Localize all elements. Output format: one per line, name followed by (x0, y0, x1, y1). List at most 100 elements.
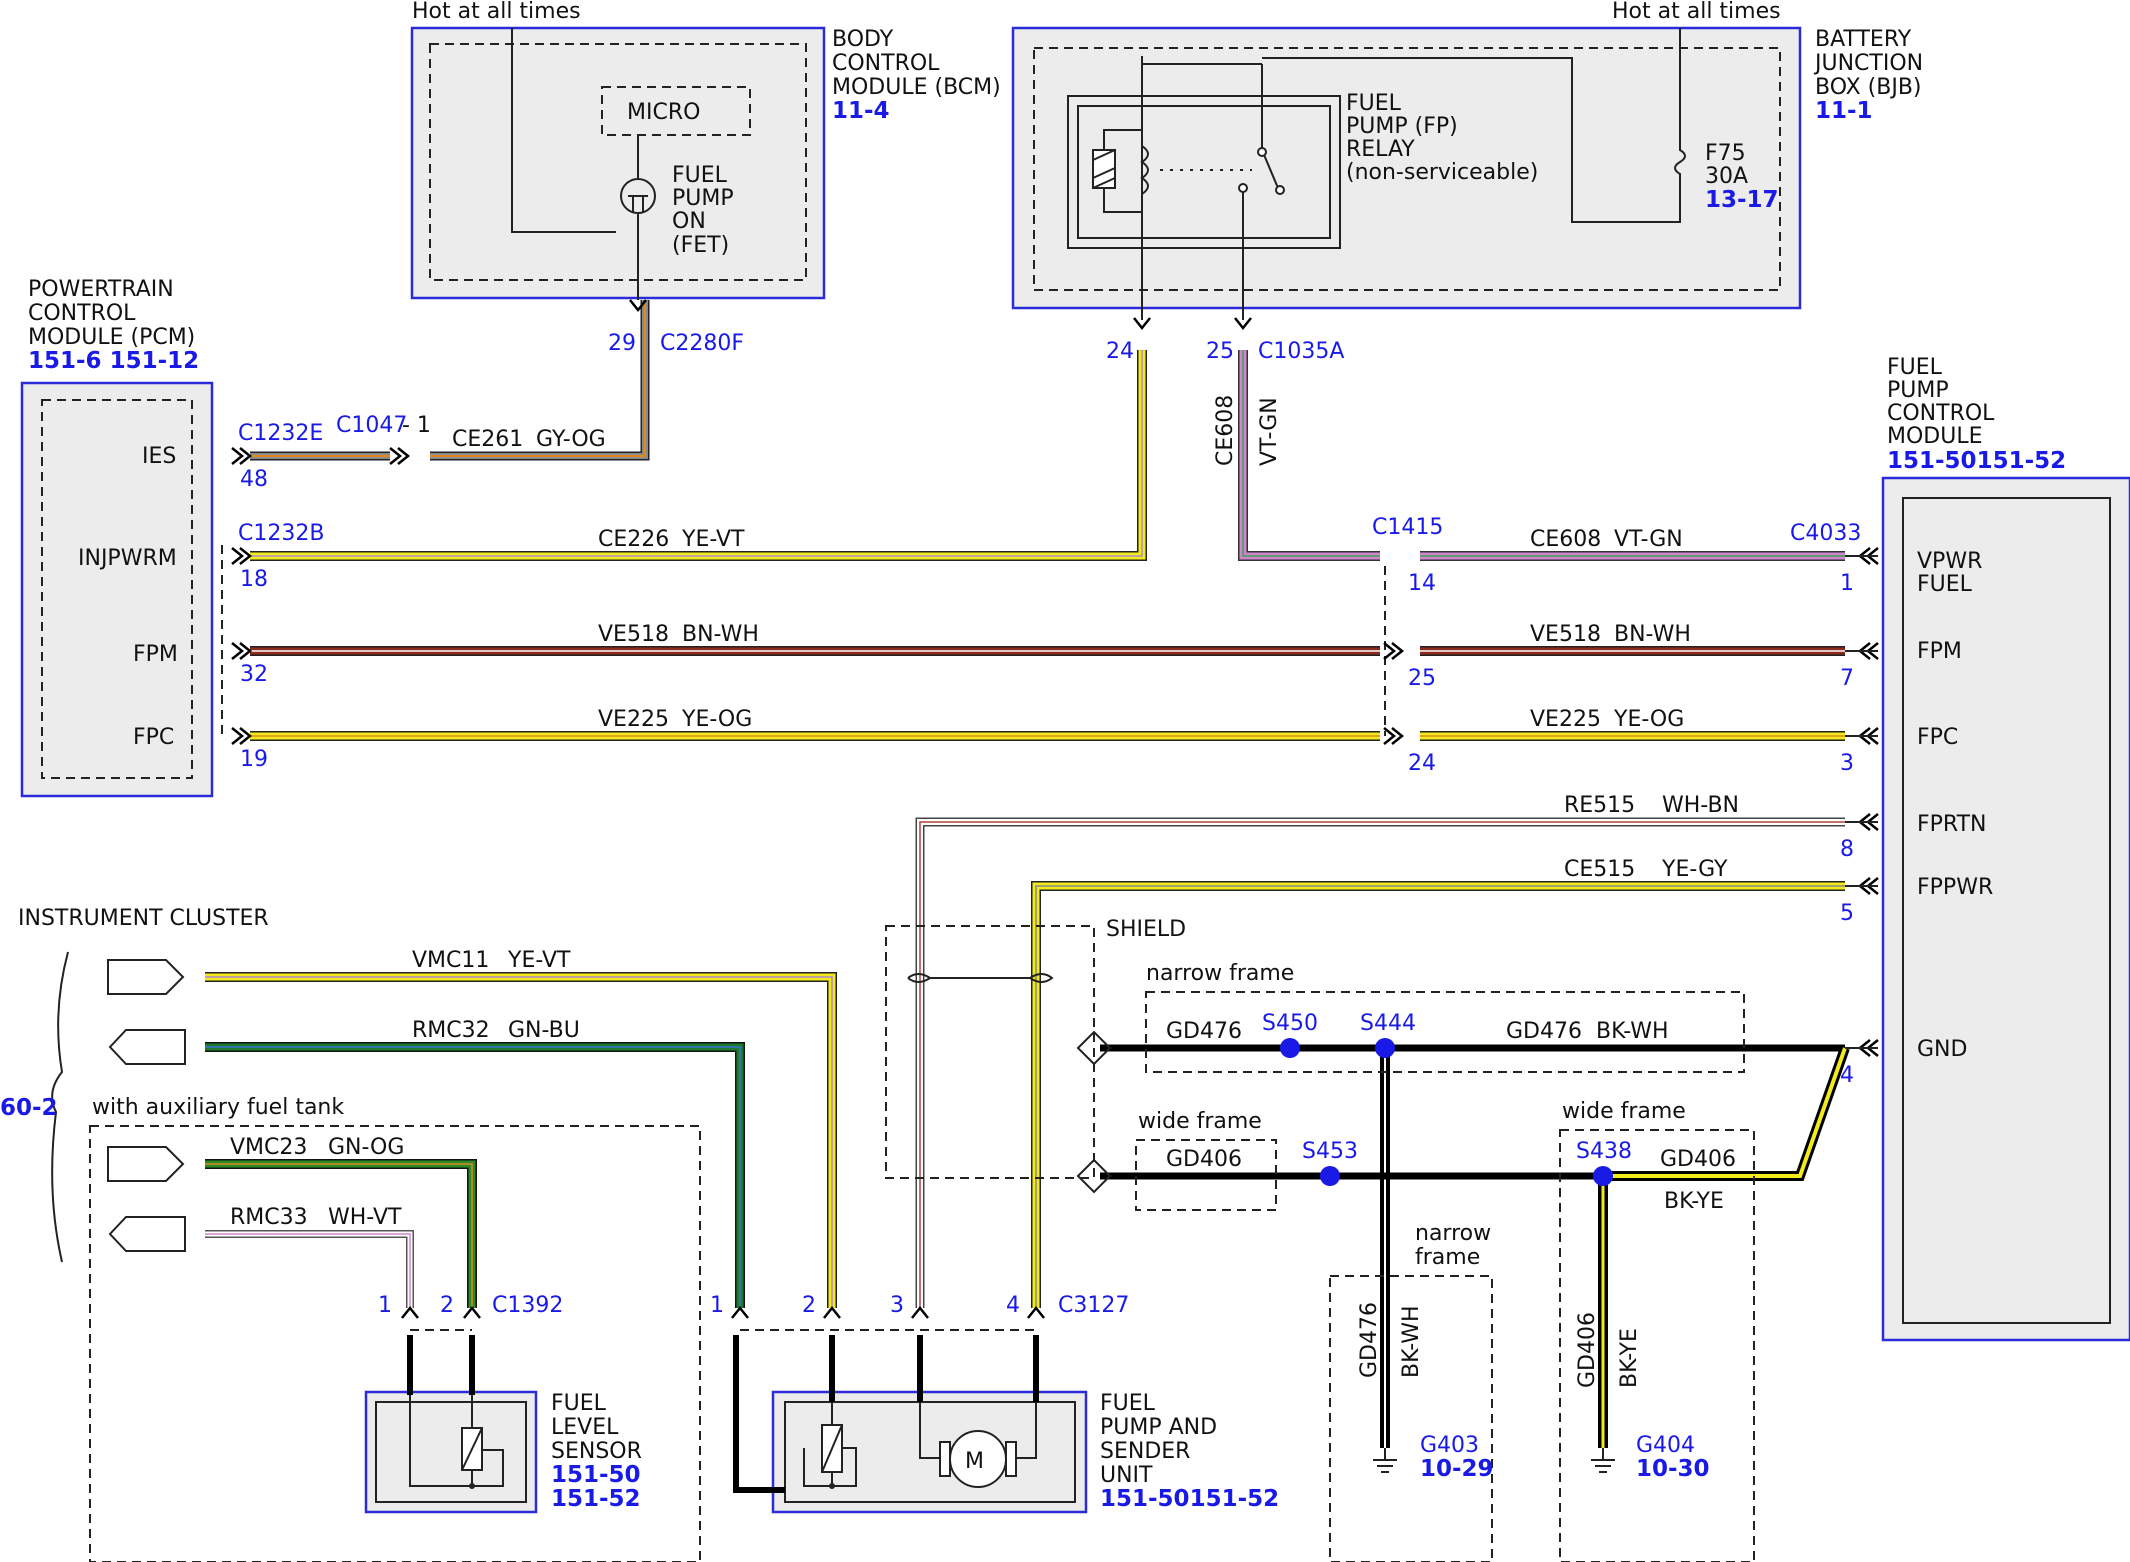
pin-1-c3127: 1 (710, 1293, 724, 1318)
lbl-gd406-color: BK-YE (1664, 1189, 1724, 1214)
wire-vmc11[interactable] (205, 972, 837, 1308)
lbl-ve225-color-right: YE-OG (1613, 707, 1684, 732)
wire-ce226[interactable] (250, 350, 1147, 561)
ground-g403-ref-link[interactable]: 10-29 (1420, 1456, 1494, 1482)
lbl-vmc11-circuit: VMC11 (412, 948, 489, 973)
shield-label: SHIELD (1106, 917, 1186, 942)
pin-24-bjb: 24 (1106, 339, 1134, 364)
pin-7-fpcm: 7 (1840, 666, 1854, 691)
lbl-g403-circuit: GD476 (1357, 1302, 1382, 1378)
bjb-ref-link[interactable]: 11-1 (1815, 98, 1873, 124)
bcm-name-3: MODULE (BCM) (832, 75, 1001, 100)
pin-1-c1392: 1 (378, 1293, 392, 1318)
lbl-vmc23-color: GN-OG (328, 1135, 404, 1160)
pin-29: 29 (608, 331, 636, 356)
pin-48: 48 (240, 467, 268, 492)
pin-25-c1415: 25 (1408, 666, 1436, 691)
fpu-name-3: SENDER (1100, 1439, 1190, 1464)
lbl-g403-color: BK-WH (1399, 1305, 1424, 1378)
lbl-gd406-circuit-left: GD406 (1166, 1147, 1242, 1172)
lbl-ce261-circuit: CE261 (452, 427, 523, 452)
wire-ce608[interactable] (1238, 350, 1845, 561)
lbl-ve518-circuit-right: VE518 (1530, 622, 1601, 647)
pcm-name-2: CONTROL (28, 301, 136, 326)
wire-vmc23[interactable] (205, 1159, 477, 1308)
lbl-vmc23-circuit: VMC23 (230, 1135, 307, 1160)
lbl-ce608-color: VT-GN (1614, 527, 1683, 552)
wire-gd476[interactable] (1100, 1044, 1845, 1448)
fls-ref-link-1[interactable]: 151-50 (551, 1462, 641, 1488)
lbl-rmc33-color: WH-VT (328, 1205, 402, 1230)
lbl-ve225-color-left: YE-OG (681, 707, 752, 732)
lbl-rmc33-circuit: RMC33 (230, 1205, 308, 1230)
relay-label-3: RELAY (1346, 137, 1415, 162)
pin-25-bjb: 25 (1206, 339, 1234, 364)
wire-rmc32[interactable] (205, 1042, 745, 1308)
cluster-connectors (107, 959, 186, 1252)
wide-frame-label-right: wide frame (1562, 1099, 1686, 1124)
pin-18: 18 (240, 567, 268, 592)
wire-ce515[interactable] (1031, 881, 1845, 1308)
ground-g403-label: G403 (1420, 1433, 1479, 1458)
bjb-name-3: BOX (BJB) (1815, 75, 1922, 100)
bcm-fet-2: PUMP (672, 186, 734, 211)
pcm-name-3: MODULE (PCM) (28, 325, 195, 350)
conn-c4033: C4033 (1790, 521, 1861, 546)
splice-s438-label: S438 (1576, 1139, 1632, 1164)
connector-labels: C2280F C1232E C1047 - 1 C1232B C1035A C1… (238, 331, 1861, 1318)
pcm-module: IES INJPWRM FPM FPC POWERTRAIN CONTROL M… (20, 277, 214, 798)
conn-c1047: C1047 (336, 413, 407, 438)
fpcm-pin-vpwr: VPWR (1917, 549, 1982, 574)
pin-19: 19 (240, 747, 268, 772)
fls-name-2: LEVEL (551, 1415, 619, 1440)
fpcm-pin-fpm: FPM (1917, 639, 1962, 664)
lbl-ce608-vertical-circuit: CE608 (1213, 395, 1238, 466)
relay-label-2: PUMP (FP) (1346, 114, 1458, 139)
pin-8-fpcm: 8 (1840, 837, 1854, 862)
narrow-frame-box-g403 (1329, 1275, 1493, 1562)
narrow-frame-box (1145, 991, 1745, 1073)
lbl-ce261-color: GY-OG (536, 427, 606, 452)
fpcm-name-1: FUEL (1887, 355, 1943, 380)
wire-re515[interactable] (915, 817, 1845, 1308)
pin-4-c3127: 4 (1006, 1293, 1020, 1318)
wire-labels: CE261 GY-OG CE226 YE-VT CE608 VT-GN VE51… (230, 395, 1739, 1388)
splices (1280, 1038, 1613, 1186)
lbl-re515-color: WH-BN (1662, 793, 1739, 818)
wide-frame-box-right (1559, 1129, 1755, 1562)
lbl-gd476-circuit-left: GD476 (1166, 1019, 1242, 1044)
lbl-ce226-color: YE-VT (681, 527, 745, 552)
lbl-ve518-circuit-left: VE518 (598, 622, 669, 647)
hot-label-bjb: Hot at all times (1612, 0, 1781, 24)
bcm-name-2: CONTROL (832, 51, 940, 76)
ground-g404-ref-link[interactable]: 10-30 (1636, 1456, 1710, 1482)
wire-rmc33[interactable] (205, 1230, 414, 1308)
pin-1-fpcm: 1 (1840, 571, 1854, 596)
wire-ce261[interactable] (250, 300, 650, 461)
splice-s453-label: S453 (1302, 1139, 1358, 1164)
fls-name-3: SENSOR (551, 1439, 642, 1464)
fuse-ref-link[interactable]: 13-17 (1705, 187, 1779, 213)
bcm-ref-link[interactable]: 11-4 (832, 98, 890, 124)
instrument-cluster-label: INSTRUMENT CLUSTER (18, 906, 269, 931)
aux-tank-label: with auxiliary fuel tank (92, 1095, 344, 1120)
conn-c1415: C1415 (1372, 515, 1443, 540)
fuel-level-sensor: FUEL LEVEL SENSOR 151-50 151-52 (364, 1335, 642, 1514)
bcm-fet-4: (FET) (672, 233, 729, 258)
splice-s444-label: S444 (1360, 1011, 1416, 1036)
bcm-fet-3: ON (672, 209, 706, 234)
splice-s450-label: S450 (1262, 1011, 1318, 1036)
fpcm-ref-link[interactable]: 151-50151-52 (1887, 448, 2066, 474)
splice-s438 (1593, 1166, 1613, 1186)
fpu-ref-link[interactable]: 151-50151-52 (1100, 1486, 1279, 1512)
narrow-frame-label: narrow frame (1146, 961, 1294, 986)
splice-s453 (1320, 1166, 1340, 1186)
lbl-re515-circuit: RE515 (1564, 793, 1635, 818)
pcm-pin-ies: IES (142, 444, 176, 469)
instrument-cluster-ref-link[interactable]: 60-2 (0, 1095, 58, 1121)
lbl-vmc11-color: YE-VT (507, 948, 571, 973)
wire-gd406[interactable] (1100, 1046, 1850, 1448)
fls-ref-link-2[interactable]: 151-52 (551, 1486, 641, 1512)
pcm-ref-link[interactable]: 151-6 151-12 (28, 348, 199, 374)
